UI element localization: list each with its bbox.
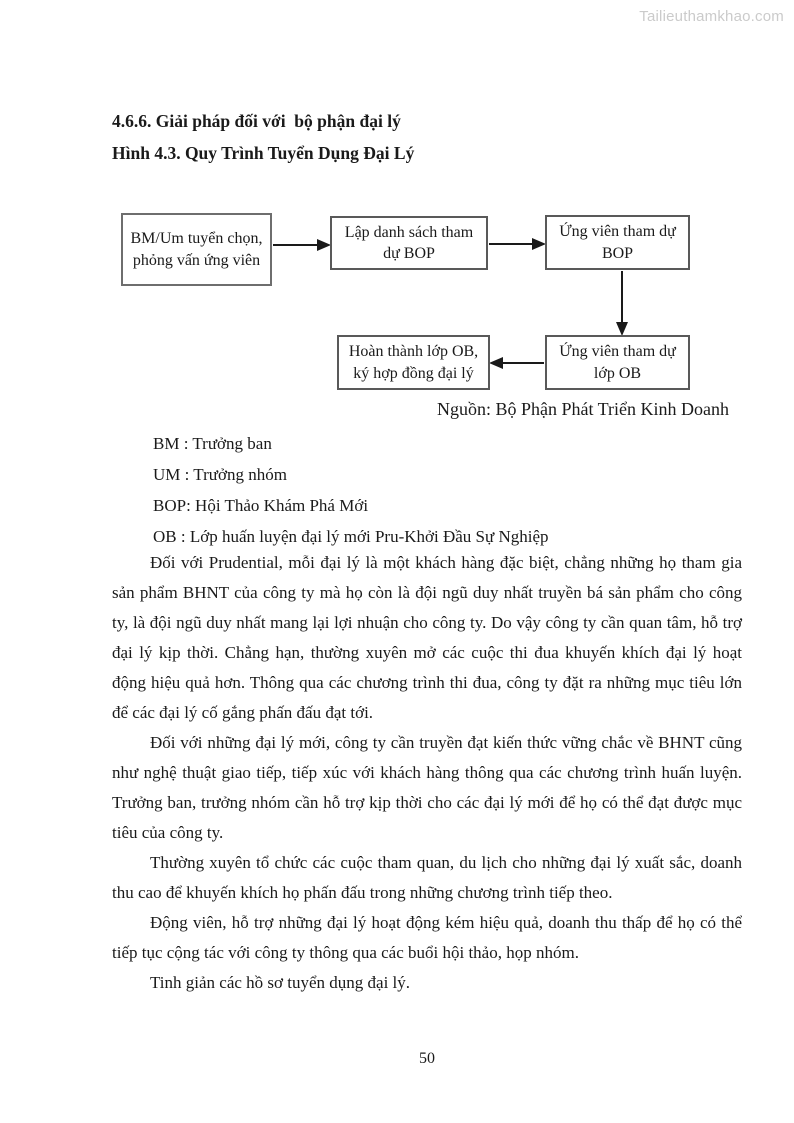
section-heading: 4.6.6. Giải pháp đối với bộ phận đại lý [112, 111, 401, 131]
flowchart-box-bop-list: Lập danh sách tham dự BOP [330, 216, 488, 270]
abbreviation-line: BM : Trưởng ban [153, 434, 272, 453]
figure-heading: Hình 4.3. Quy Trình Tuyển Dụng Đại Lý [112, 143, 415, 163]
body-paragraph: Đối với những đại lý mới, công ty cần tr… [112, 733, 742, 842]
source-caption: Nguồn: Bộ Phận Phát Triển Kinh Doanh [437, 399, 730, 419]
flowchart-box-interview: BM/Um tuyển chọn, phỏng vấn ứng viên [121, 213, 272, 286]
abbreviation-line: BOP: Hội Thảo Khám Phá Mới [153, 496, 369, 515]
body-paragraph: Đối với Prudential, mỗi đại lý là một kh… [112, 553, 742, 722]
recruitment-flowchart: BM/Um tuyển chọn, phỏng vấn ứng viên Lập… [0, 0, 794, 450]
flowchart-box-attend-bop: Ứng viên tham dự BOP [545, 215, 690, 270]
body-paragraph: Động viên, hỗ trợ những đại lý hoạt động… [112, 913, 742, 962]
page-number: 50 [419, 1050, 435, 1067]
body-paragraph: Tinh giản các hồ sơ tuyển dụng đại lý. [150, 973, 411, 992]
abbreviation-line: UM : Trưởng nhóm [153, 465, 287, 484]
abbreviation-line: OB : Lớp huấn luyện đại lý mới Pru-Khởi … [153, 527, 549, 546]
body-paragraph: Thường xuyên tổ chức các cuộc tham quan,… [112, 853, 742, 902]
flowchart-box-complete-ob: Hoàn thành lớp OB, ký hợp đồng đại lý [337, 335, 490, 390]
flowchart-box-attend-ob: Ứng viên tham dự lớp OB [545, 335, 690, 390]
body-text: Đối với Prudential, mỗi đại lý là một kh… [112, 548, 742, 998]
watermark: Tailieuthamkhao.com [639, 8, 784, 25]
